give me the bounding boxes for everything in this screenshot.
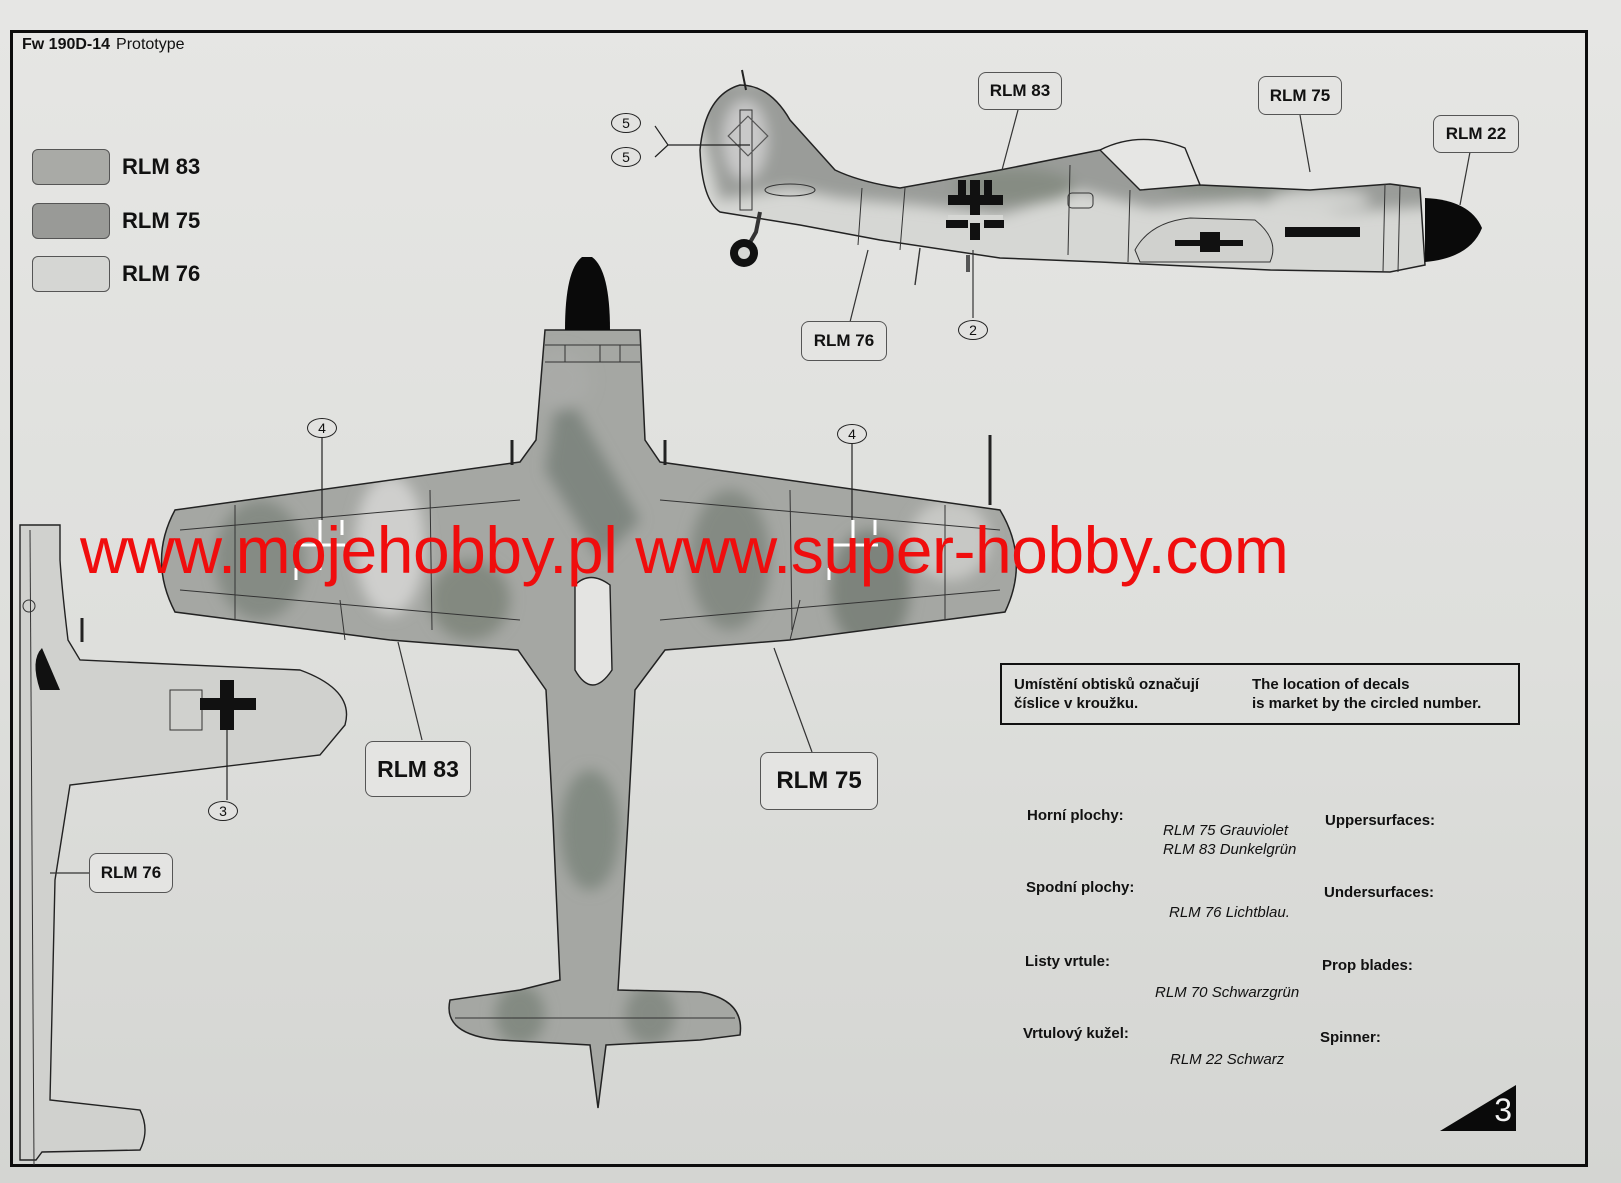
decal-note-en: The location of decals is market by the … (1252, 675, 1481, 713)
decal-marker-3: 3 (208, 801, 238, 821)
legend-label: RLM 76 (122, 261, 201, 286)
paint-cz-label: Vrtulový kužel: (1023, 1025, 1129, 1042)
note-en-line: is market by the circled number. (1252, 695, 1482, 712)
callout-side-rlm75: RLM 75 (1258, 76, 1342, 115)
decal-marker-5-upper: 5 (611, 113, 641, 133)
paint-en-label: Uppersurfaces: (1325, 812, 1436, 829)
decal-note-box: Umístění obtisků označují číslice v krou… (1000, 663, 1520, 725)
wing-cross-left-icon (294, 520, 345, 580)
watermark-text: www.mojehobby.pl www.super-hobby.com (80, 513, 1289, 587)
callout-top-rlm75: RLM 75 (760, 752, 878, 810)
decal-marker-4-left: 4 (307, 418, 337, 438)
callout-top-rlm83: RLM 83 (365, 741, 471, 797)
paint-value: RLM 22 Schwarz (1170, 1051, 1285, 1068)
page-number-text: 3 (1494, 1092, 1512, 1128)
side-view (654, 69, 1482, 323)
aircraft-variant: Prototype (116, 36, 185, 53)
aircraft-model: Fw 190D-14 (22, 36, 111, 53)
underside-view (19, 524, 348, 1166)
callout-side-rlm83: RLM 83 (978, 72, 1062, 110)
decal-marker-4-right: 4 (837, 424, 867, 444)
paint-value: RLM 70 Schwarzgrün (1155, 984, 1300, 1001)
decal-marker-5-lower: 5 (611, 147, 641, 167)
paint-value: RLM 76 Lichtblau. (1169, 904, 1290, 921)
legend-swatch (32, 203, 110, 239)
note-cz-line: Umístění obtisků označují (1014, 676, 1200, 693)
paint-value: RLM 75 Grauviolet (1163, 822, 1289, 839)
paint-cz-label: Horní plochy: (1027, 807, 1124, 824)
paint-en-label: Prop blades: (1322, 957, 1413, 974)
callout-side-rlm22: RLM 22 (1433, 115, 1519, 153)
page-title: Fw 190D-14 Prototype (22, 36, 185, 54)
wing-cross-right-icon (827, 520, 878, 580)
spinner-icon (1425, 198, 1482, 262)
callout-under-rlm76: RLM 76 (89, 853, 173, 893)
paint-en-label: Undersurfaces: (1324, 884, 1435, 901)
paint-value: RLM 83 Dunkelgrün (1163, 841, 1297, 858)
exhaust-stacks (1285, 227, 1360, 237)
paint-en-label: Spinner: (1320, 1029, 1381, 1046)
decal-note-cz: Umístění obtisků označují číslice v krou… (1014, 675, 1199, 713)
legend-label: RLM 83 (122, 154, 201, 179)
paint-cz-label: Listy vrtule: (1025, 953, 1111, 970)
paint-cz-label: Spodní plochy: (1026, 879, 1135, 896)
note-en-line: The location of decals (1252, 676, 1410, 693)
page-number: 3 (1440, 1085, 1516, 1131)
legend-label: RLM 75 (122, 208, 201, 233)
decal-marker-2: 2 (958, 320, 988, 340)
tail-wheel-icon (730, 211, 762, 267)
note-cz-line: číslice v kroužku. (1014, 695, 1139, 712)
page-frame (10, 30, 1588, 1167)
legend-item-rlm83: RLM 83 (32, 149, 200, 185)
legend-item-rlm75: RLM 75 (32, 203, 200, 239)
spinner-icon (565, 257, 610, 330)
callout-side-rlm76: RLM 76 (801, 321, 887, 361)
underwing-cross-icon (200, 680, 256, 730)
page-number-triangle (1440, 1085, 1516, 1131)
legend-swatch (32, 149, 110, 185)
legend-swatch (32, 256, 110, 292)
fuselage-cross-icon (946, 180, 1004, 240)
legend-item-rlm76: RLM 76 (32, 256, 200, 292)
